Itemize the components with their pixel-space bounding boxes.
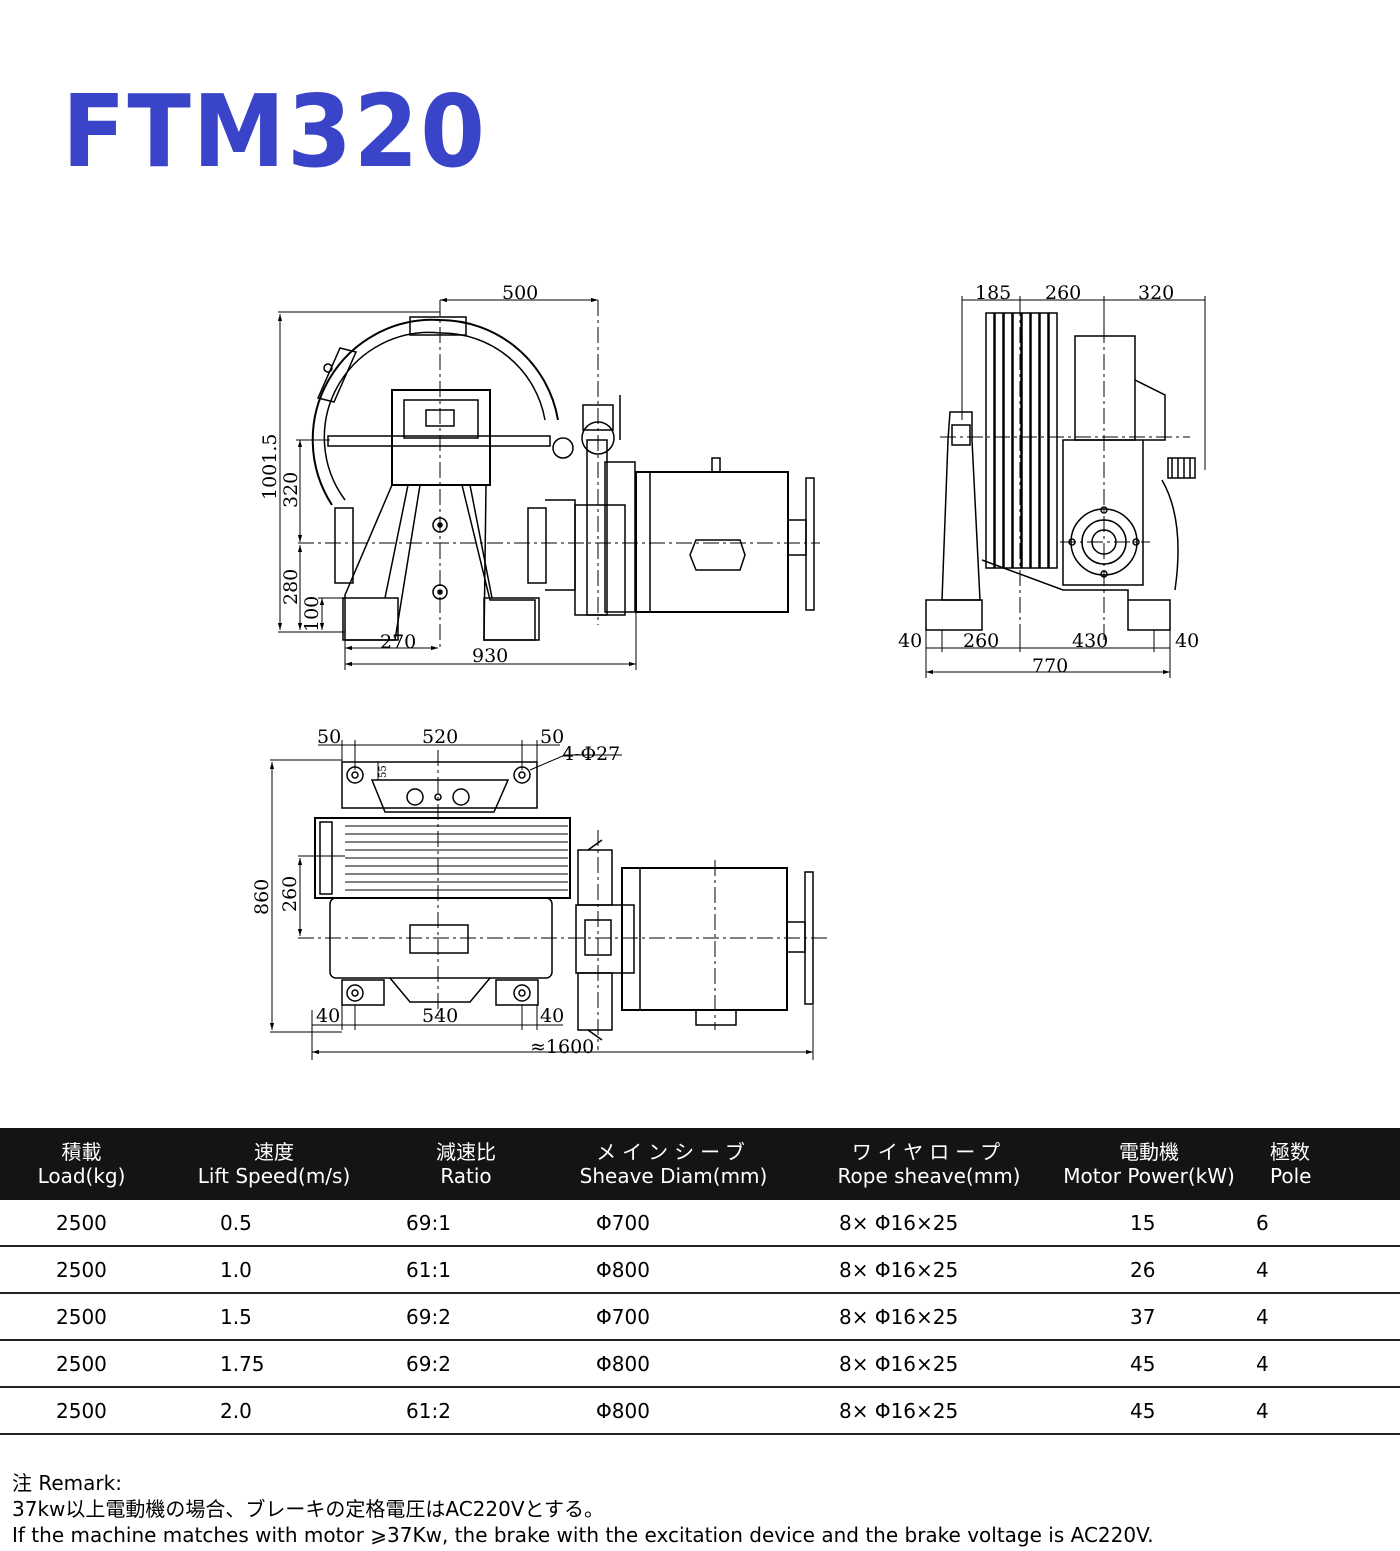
dim-side-430: 430 xyxy=(1072,630,1108,652)
header-power-jp: 電動機 xyxy=(1119,1140,1179,1164)
dim-front-270: 270 xyxy=(380,631,416,653)
cell-rope: 8× Φ16×25 xyxy=(800,1246,1058,1294)
table-row: 2500 2.0 61:2 Φ800 8× Φ16×25 45 4 xyxy=(0,1387,1400,1435)
cell-sheave: Φ800 xyxy=(547,1340,800,1388)
top-view: 50 520 50 4-Φ27 55 860 260 40 540 40 ≈16… xyxy=(251,726,830,1060)
cell-ratio: 69:1 xyxy=(385,1200,547,1247)
header-sheave-jp: メインシーブ xyxy=(596,1140,751,1164)
cell-load: 2500 xyxy=(0,1200,163,1247)
cell-power: 37 xyxy=(1058,1293,1240,1341)
header-power-en: Motor Power(kW) xyxy=(1063,1164,1235,1188)
cell-sheave: Φ800 xyxy=(547,1387,800,1435)
cell-power: 15 xyxy=(1058,1200,1240,1247)
table-row: 2500 1.75 69:2 Φ800 8× Φ16×25 45 4 xyxy=(0,1340,1400,1388)
header-ratio-jp: 減速比 xyxy=(436,1140,496,1164)
cell-pole: 6 xyxy=(1240,1200,1400,1247)
dim-front-930: 930 xyxy=(472,645,508,667)
header-speed-en: Lift Speed(m/s) xyxy=(197,1164,351,1188)
dim-front-1001: 1001.5 xyxy=(259,434,281,500)
dim-side-260: 260 xyxy=(963,630,999,652)
dim-side-320: 320 xyxy=(1138,282,1174,304)
cell-load: 2500 xyxy=(0,1246,163,1294)
cell-rope: 8× Φ16×25 xyxy=(800,1387,1058,1435)
header-ratio-en: Ratio xyxy=(440,1164,492,1188)
dim-side-40-left: 40 xyxy=(898,630,922,652)
dim-top-55: 55 xyxy=(378,765,389,778)
cell-rope: 8× Φ16×25 xyxy=(800,1340,1058,1388)
cell-power: 45 xyxy=(1058,1387,1240,1435)
dim-top-50-left: 50 xyxy=(317,726,341,748)
header-pole-en: Pole xyxy=(1270,1164,1312,1188)
dim-top-260: 260 xyxy=(279,876,301,912)
header-rope-en: Rope sheave(mm) xyxy=(837,1164,1021,1188)
remark-label: 注 Remark: xyxy=(12,1471,122,1495)
dim-top-holes: 4-Φ27 xyxy=(562,743,620,765)
cell-speed: 2.0 xyxy=(163,1387,385,1435)
dim-front-280: 280 xyxy=(280,569,302,605)
page-title: FTM320 xyxy=(62,73,487,190)
header-sheave-en: Sheave Diam(mm) xyxy=(579,1164,768,1188)
cell-speed: 1.0 xyxy=(163,1246,385,1294)
cell-load: 2500 xyxy=(0,1387,163,1435)
front-view: 500 1001.5 320 280 100 270 930 xyxy=(259,282,820,670)
cell-pole: 4 xyxy=(1240,1293,1400,1341)
dim-top-860: 860 xyxy=(251,879,273,915)
cell-ratio: 61:2 xyxy=(385,1387,547,1435)
dim-top-520: 520 xyxy=(422,726,458,748)
dim-top-40-right: 40 xyxy=(540,1005,564,1027)
cell-speed: 0.5 xyxy=(163,1200,385,1247)
remark-en: If the machine matches with motor ⩾37Kw,… xyxy=(12,1523,1154,1547)
dim-top-40-left: 40 xyxy=(316,1005,340,1027)
dim-front-320: 320 xyxy=(280,472,302,508)
table-row: 2500 0.5 69:1 Φ700 8× Φ16×25 15 6 xyxy=(0,1200,1400,1247)
cell-sheave: Φ700 xyxy=(547,1200,800,1247)
cell-pole: 4 xyxy=(1240,1246,1400,1294)
cell-sheave: Φ800 xyxy=(547,1246,800,1294)
remark: 注 Remark: 37kw以上電動機の場合、ブレーキの定格電圧はAC220Vと… xyxy=(12,1470,1154,1548)
cell-ratio: 69:2 xyxy=(385,1340,547,1388)
header-load-en: Load(kg) xyxy=(37,1164,126,1188)
cell-speed: 1.75 xyxy=(163,1340,385,1388)
cell-load: 2500 xyxy=(0,1340,163,1388)
table-row: 2500 1.0 61:1 Φ800 8× Φ16×25 26 4 xyxy=(0,1246,1400,1294)
cell-pole: 4 xyxy=(1240,1387,1400,1435)
dim-side-185: 185 xyxy=(975,282,1011,304)
dim-top-1600: ≈1600 xyxy=(530,1036,594,1058)
dim-side-260-top: 260 xyxy=(1045,282,1081,304)
technical-drawing: 500 1001.5 320 280 100 270 930 xyxy=(251,282,1206,1060)
table-row: 2500 1.5 69:2 Φ700 8× Φ16×25 37 4 xyxy=(0,1293,1400,1341)
header-load-jp: 積載 xyxy=(61,1140,102,1164)
remark-jp: 37kw以上電動機の場合、ブレーキの定格電圧はAC220Vとする。 xyxy=(12,1497,604,1521)
cell-rope: 8× Φ16×25 xyxy=(800,1293,1058,1341)
dim-front-500: 500 xyxy=(502,282,538,304)
cell-ratio: 69:2 xyxy=(385,1293,547,1341)
cell-power: 26 xyxy=(1058,1246,1240,1294)
cell-pole: 4 xyxy=(1240,1340,1400,1388)
dim-side-770: 770 xyxy=(1032,655,1068,677)
header-speed-jp: 速度 xyxy=(254,1140,294,1164)
cell-load: 2500 xyxy=(0,1293,163,1341)
dim-front-100: 100 xyxy=(301,596,323,632)
cell-rope: 8× Φ16×25 xyxy=(800,1200,1058,1247)
cell-sheave: Φ700 xyxy=(547,1293,800,1341)
dim-top-50-right: 50 xyxy=(540,726,564,748)
cell-power: 45 xyxy=(1058,1340,1240,1388)
cell-ratio: 61:1 xyxy=(385,1246,547,1294)
dim-top-540: 540 xyxy=(422,1005,458,1027)
cell-speed: 1.5 xyxy=(163,1293,385,1341)
header-pole-jp: 極数 xyxy=(1270,1140,1310,1164)
header-rope-jp: ワイヤロープ xyxy=(851,1140,1007,1164)
side-view: 185 260 320 40 260 430 40 770 xyxy=(898,282,1206,678)
dim-side-40-right: 40 xyxy=(1175,630,1199,652)
